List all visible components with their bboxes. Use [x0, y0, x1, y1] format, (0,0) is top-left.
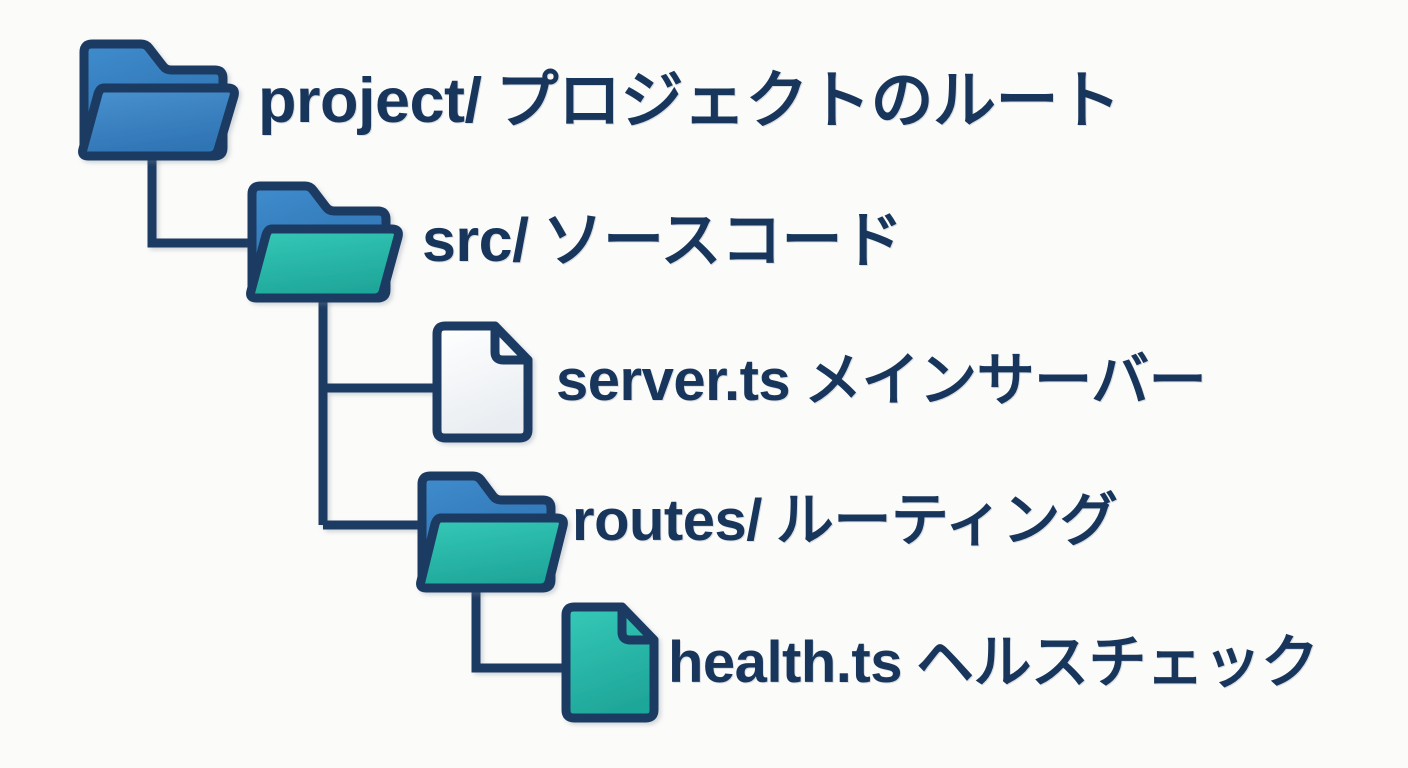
node-description-server-ts: メインサーバー: [804, 348, 1207, 413]
folder-icon-src: [246, 181, 403, 303]
folder-icon-routes: [416, 471, 568, 593]
node-name-routes: routes/: [572, 488, 762, 553]
node-name-src: src/: [422, 206, 529, 274]
node-name-project: project/: [258, 66, 482, 136]
tree-node-label-project: project/プロジェクトのルート: [258, 70, 1121, 133]
node-description-routes: ルーティング: [775, 488, 1118, 553]
folder-icon-project: [78, 39, 239, 161]
file-icon-server-ts: [432, 321, 533, 443]
connector-routes-to-health: [471, 588, 562, 673]
file-icon-health-ts: [561, 602, 659, 723]
node-description-project: プロジェクトのルート: [495, 66, 1122, 136]
node-description-health-ts: ヘルスチェック: [916, 630, 1319, 695]
node-name-health-ts: health.ts: [668, 630, 903, 695]
tree-node-label-routes: routes/ルーティング: [572, 492, 1118, 550]
tree-node-label-src: src/ソースコード: [422, 210, 903, 271]
connector-project-to-src: [147, 156, 258, 248]
node-description-src: ソースコード: [542, 206, 903, 274]
node-name-server-ts: server.ts: [556, 348, 791, 413]
connector-lines: [147, 156, 562, 673]
